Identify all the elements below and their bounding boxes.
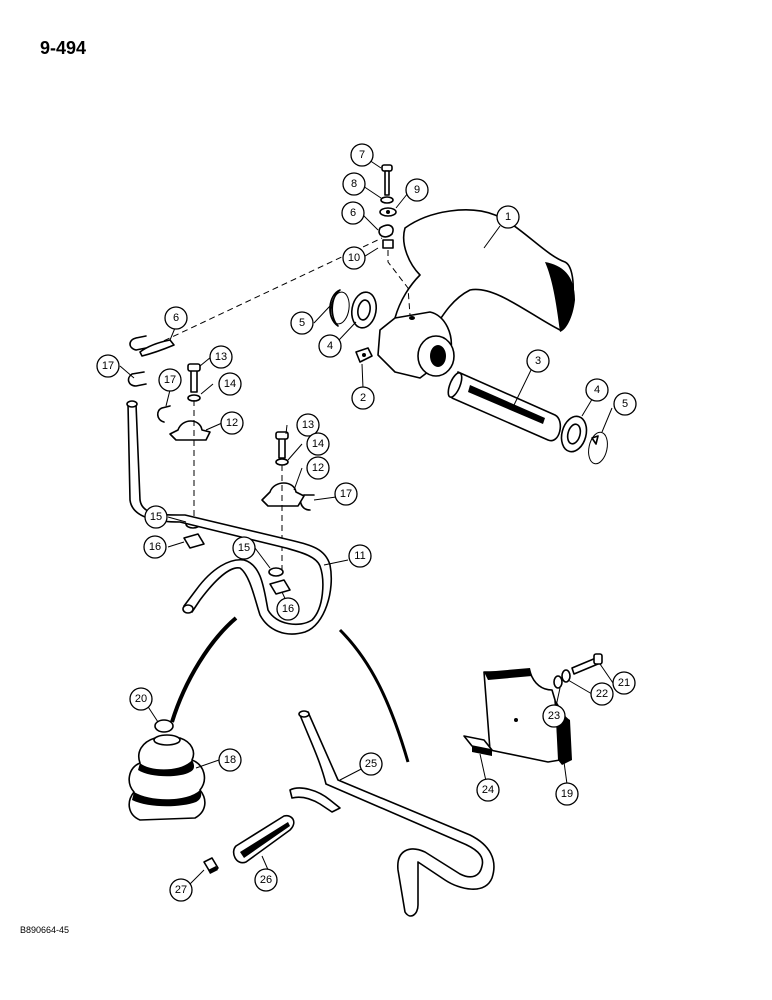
part-grease-fitting [355, 347, 373, 363]
part-washer-left [350, 291, 378, 329]
callout-4-right: 4 [585, 378, 609, 402]
svg-text:5: 5 [299, 317, 305, 329]
svg-text:24: 24 [482, 784, 494, 796]
part-clamp-lower [261, 431, 305, 595]
callout-17-right: 17 [334, 482, 358, 506]
svg-text:20: 20 [135, 693, 147, 705]
svg-text:9: 9 [414, 184, 420, 196]
part-shift-rod [126, 400, 333, 635]
callout-10: 10 [342, 246, 366, 270]
svg-text:15: 15 [238, 542, 250, 554]
callout-6-upper: 6 [341, 201, 365, 225]
callout-24: 24 [476, 778, 500, 802]
callout-13-upper: 13 [209, 345, 233, 369]
svg-text:17: 17 [102, 360, 114, 372]
part-bolt-stack [378, 164, 411, 316]
callout-3: 3 [526, 349, 550, 373]
page-number: 9-494 [40, 38, 87, 58]
svg-text:11: 11 [354, 550, 365, 562]
svg-text:7: 7 [359, 149, 365, 161]
part-plate-bolt [553, 653, 603, 689]
part-cables [170, 616, 410, 763]
svg-text:16: 16 [149, 541, 161, 553]
svg-text:6: 6 [350, 207, 356, 219]
part-grip [232, 814, 295, 864]
svg-text:12: 12 [312, 462, 324, 474]
svg-text:10: 10 [348, 252, 360, 264]
callout-18: 18 [218, 748, 242, 772]
part-clamp-upper [169, 363, 211, 549]
svg-text:3: 3 [535, 355, 541, 367]
svg-text:8: 8 [351, 178, 357, 190]
callout-5-right: 5 [613, 392, 637, 416]
svg-text:13: 13 [215, 351, 227, 363]
callout-15-upper: 15 [144, 505, 168, 529]
svg-text:14: 14 [224, 378, 236, 390]
part-boot-clamp [154, 719, 174, 733]
callout-7: 7 [350, 143, 374, 167]
part-cable-rod [139, 237, 383, 357]
callout-20: 20 [129, 687, 153, 711]
svg-text:16: 16 [282, 603, 294, 615]
part-knob [203, 857, 219, 874]
svg-text:4: 4 [594, 384, 600, 396]
figure-id: B890664-45 [20, 925, 70, 935]
part-pin [447, 371, 562, 442]
svg-text:22: 22 [596, 688, 608, 700]
svg-text:19: 19 [561, 788, 573, 800]
svg-text:21: 21 [618, 677, 630, 689]
part-washer-right [560, 415, 588, 453]
svg-text:26: 26 [260, 874, 272, 886]
callout-5-left: 5 [290, 311, 314, 335]
part-lower-lever [289, 710, 495, 917]
callout-6-lower: 6 [164, 306, 188, 330]
part-clips [127, 335, 315, 511]
svg-text:15: 15 [150, 511, 162, 523]
svg-text:13: 13 [302, 419, 314, 431]
callout-17-left: 17 [96, 354, 120, 378]
svg-text:17: 17 [340, 488, 352, 500]
callout-25: 25 [359, 752, 383, 776]
svg-text:14: 14 [312, 438, 324, 450]
part-snap-ring-left [329, 289, 350, 327]
callout-17-mid: 17 [158, 368, 182, 392]
callout-14-lower: 14 [306, 432, 330, 456]
callout-1: 1 [496, 205, 520, 229]
callout-15-lower: 15 [232, 536, 256, 560]
leader-lines [119, 159, 614, 889]
svg-text:23: 23 [548, 710, 560, 722]
callout-16-lower: 16 [276, 597, 300, 621]
callout-16-upper: 16 [143, 535, 167, 559]
svg-text:4: 4 [327, 340, 333, 352]
svg-text:17: 17 [164, 374, 176, 386]
svg-text:12: 12 [226, 417, 238, 429]
svg-text:18: 18 [224, 754, 236, 766]
callout-8: 8 [342, 172, 366, 196]
callout-13-lower: 13 [296, 413, 320, 437]
callout-9: 9 [405, 178, 429, 202]
svg-text:5: 5 [622, 398, 628, 410]
part-pad [463, 735, 493, 756]
callout-14-upper: 14 [218, 372, 242, 396]
callout-23: 23 [542, 704, 566, 728]
callout-27: 27 [169, 878, 193, 902]
callout-22: 22 [590, 682, 614, 706]
part-t-handle [377, 209, 575, 379]
callout-2: 2 [351, 386, 375, 410]
part-rubber-boot [128, 734, 206, 821]
callout-21: 21 [612, 671, 636, 695]
svg-text:27: 27 [175, 884, 187, 896]
svg-text:1: 1 [505, 211, 511, 223]
svg-text:6: 6 [173, 312, 179, 324]
callout-26: 26 [254, 868, 278, 892]
callout-12-upper: 12 [220, 411, 244, 435]
svg-text:25: 25 [365, 758, 377, 770]
callout-12-lower: 12 [306, 456, 330, 480]
callout-11: 11 [348, 544, 372, 568]
part-snap-ring-right [588, 431, 608, 465]
svg-text:2: 2 [360, 392, 366, 404]
callout-4-left: 4 [318, 334, 342, 358]
callout-19: 19 [555, 782, 579, 806]
